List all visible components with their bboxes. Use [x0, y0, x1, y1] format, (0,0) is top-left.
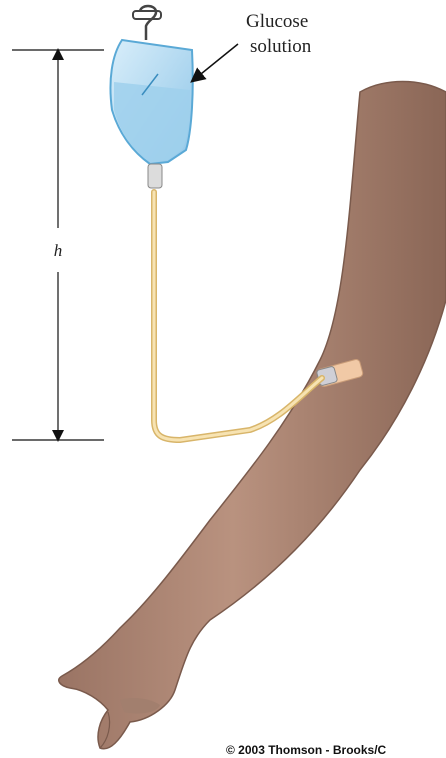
label-arrow — [196, 44, 238, 78]
arm-shape — [59, 82, 446, 749]
iv-bag-icon — [110, 40, 192, 188]
height-symbol: h — [54, 241, 63, 260]
bag-label-line1: Glucose — [246, 11, 308, 32]
iv-tubing — [154, 192, 322, 440]
bag-label-line2: solution — [250, 36, 312, 57]
arm-illustration — [59, 82, 446, 749]
height-dimension: h — [12, 50, 104, 440]
bag-label: Glucose solution — [196, 11, 312, 78]
hanger-hook-icon — [133, 6, 161, 40]
copyright-notice: © 2003 Thomson - Brooks/C — [226, 743, 387, 757]
bag-port — [148, 164, 162, 188]
bag-fluid — [114, 82, 190, 162]
